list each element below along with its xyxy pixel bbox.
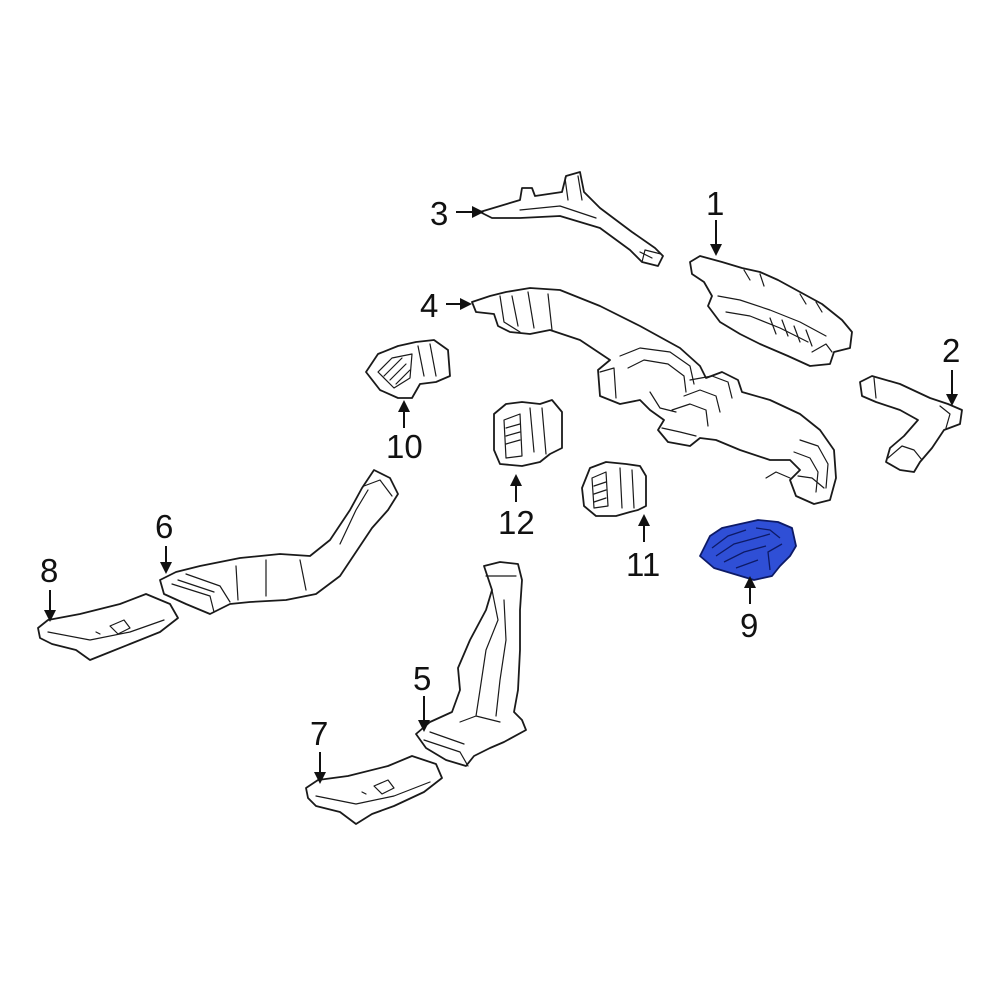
part-1-defroster-nozzle[interactable] [689,255,853,367]
callout-number: 11 [626,546,660,583]
callout-number: 2 [942,332,960,369]
callout-12: 12 [498,474,535,541]
callout-number: 9 [740,607,758,644]
part-10-left-vent[interactable] [365,339,451,399]
part-11-right-center-vent[interactable] [581,461,647,517]
part-12-center-vent[interactable] [493,399,563,467]
part-5-center-floor-duct[interactable] [415,561,527,767]
callout-number: 12 [498,504,535,541]
callout-number: 3 [430,195,448,232]
callout-number: 8 [40,552,58,589]
callout-number: 1 [706,185,724,222]
callout-number: 7 [310,715,328,752]
part-6-left-floor-duct[interactable] [159,469,399,615]
part-3-duct[interactable] [479,171,664,267]
callout-7: 7 [310,715,328,784]
callout-8: 8 [40,552,58,622]
callout-4: 4 [420,287,472,324]
callout-number: 6 [155,508,173,545]
callout-number: 10 [386,428,423,465]
callout-9: 9 [740,576,758,644]
callout-11: 11 [626,514,660,583]
callout-1: 1 [706,185,724,256]
part-2-right-duct[interactable] [859,375,963,473]
callout-2: 2 [942,332,960,406]
callout-10: 10 [386,400,423,465]
callout-3: 3 [430,195,484,232]
part-7-center-floor-plate[interactable] [305,755,443,825]
part-4-main-duct[interactable] [471,287,837,505]
part-8-left-floor-plate[interactable] [37,593,179,661]
callout-number: 4 [420,287,438,324]
callout-6: 6 [155,508,173,574]
callout-5: 5 [413,660,431,732]
part-9-highlighted-duct[interactable] [699,519,797,581]
callout-number: 5 [413,660,431,697]
